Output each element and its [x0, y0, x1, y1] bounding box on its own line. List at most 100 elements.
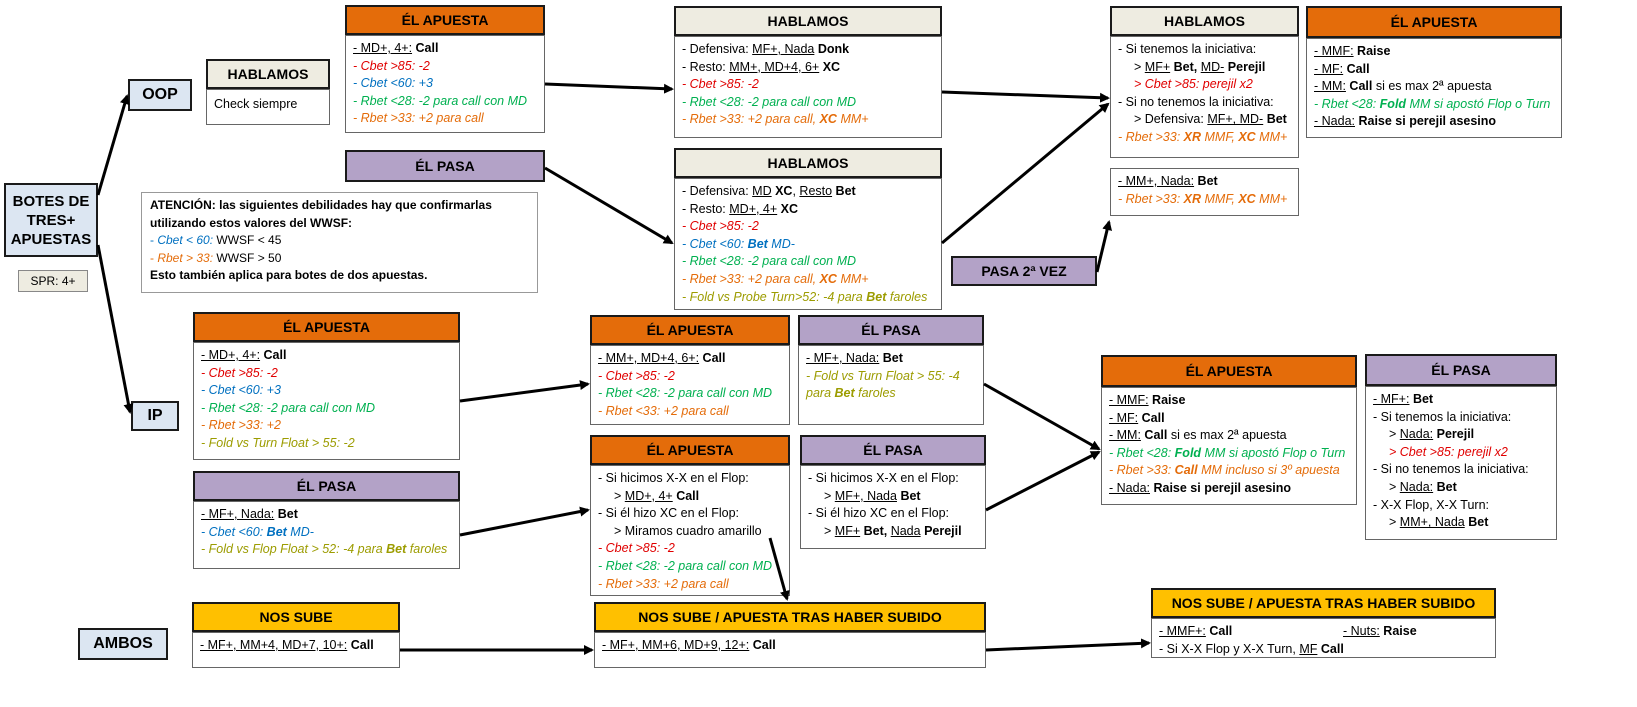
body-line: - Rbet <33: +2 para call	[598, 403, 729, 418]
arrow-oop-t2	[544, 166, 674, 245]
ambos-flop-header: NOS SUBE	[192, 602, 400, 632]
hablamos-river-header: HABLAMOS	[1110, 6, 1299, 36]
body-line: - MF+, Nada: Bet	[806, 351, 903, 365]
hablamos-turn2-body: - Defensiva: MD XC, Resto Bet - Resto: M…	[674, 178, 942, 310]
arrow-t2pasa-river	[985, 450, 1101, 512]
ip-turn1-apuesta-header: ÉL APUESTA	[590, 315, 790, 345]
apuesta-river-body: - MMF: Raise - MF: Call - MM: Call si es…	[1306, 38, 1562, 138]
ip-river-apuesta-body: - MMF: Raise - MF: Call - MM: Call si es…	[1101, 387, 1357, 505]
body-line: - Si hicimos X-X en el Flop:	[598, 471, 749, 485]
body-line: > Nada: Bet	[1389, 479, 1457, 494]
attention-note: ATENCIÓN: las siguientes debilidades hay…	[141, 192, 538, 293]
oop-hablamos-body: Check siempre	[206, 89, 330, 125]
ambos-turn-header: NOS SUBE / APUESTA TRAS HABER SUBIDO	[594, 602, 986, 632]
body-line: - Cbet <60: Bet MD-	[201, 524, 314, 539]
arrow-oop-t1	[544, 82, 674, 94]
ip-turn1-pasa-body: - MF+, Nada: Bet - Fold vs Turn Float > …	[798, 345, 984, 425]
note-line: ATENCIÓN: las siguientes debilidades hay…	[150, 198, 492, 212]
oop-hablamos-header: HABLAMOS	[206, 59, 330, 89]
body-line: - MM: Call si es max 2ª apuesta	[1109, 428, 1287, 443]
ip-river-pasa-header: ÉL PASA	[1365, 354, 1557, 386]
arrow-ip-t1	[459, 380, 590, 403]
body-line: - Defensiva: MF+, Nada Donk	[682, 42, 850, 56]
body-line: - MF+, MM+4, MD+7, 10+: Call	[200, 638, 374, 652]
arrow-t1pasa-river	[983, 382, 1101, 451]
body-line: - Cbet >85: -2	[598, 541, 675, 556]
ip-turn1-pasa-header: ÉL PASA	[798, 315, 984, 345]
hablamos-turn1-header: HABLAMOS	[674, 6, 942, 36]
body-line: - MF+, MM+6, MD+9, 12+: Call	[602, 638, 776, 652]
oop-text: OOP	[142, 86, 178, 103]
body-line: - MM: Call si es max 2ª apuesta	[1314, 79, 1492, 94]
ip-apuesta-header: ÉL APUESTA	[193, 312, 460, 342]
ip-turn2-pasa-header: ÉL PASA	[800, 435, 986, 465]
arrow-t2-river	[941, 102, 1110, 245]
body-line: - Rbet >33: Call MM incluso si 3º apuest…	[1109, 463, 1340, 478]
ip-river-pasa-body: - MF+: Bet - Si tenemos la iniciativa: >…	[1365, 386, 1557, 540]
ip-pasa-body: - MF+, Nada: Bet - Cbet <60: Bet MD- - F…	[193, 501, 460, 569]
body-line: - Rbet >33: XR MMF, XC MM+	[1118, 129, 1288, 144]
root-label: BOTES DE TRES+ APUESTAS	[4, 183, 98, 257]
body-line: > Cbet >85: perejil x2	[1389, 444, 1508, 459]
hablamos-turn2-header: HABLAMOS	[674, 148, 942, 178]
hablamos-turn1-body: - Defensiva: MF+, Nada Donk - Resto: MM+…	[674, 36, 942, 138]
body-line: - Rbet >33: XR MMF, XC MM+	[1118, 191, 1288, 206]
note-line: Esto también aplica para botes de dos ap…	[150, 268, 428, 282]
body-line: - Cbet >85: -2	[353, 58, 430, 73]
body-line: - Si él hizo XC en el Flop:	[808, 506, 950, 521]
hablamos-river-body: - Si tenemos la iniciativa: > MF+ Bet, M…	[1110, 36, 1299, 158]
body-line: > MF+, Nada Bet	[824, 488, 921, 503]
body-line: > MF+ Bet, Nada Perejil	[824, 523, 962, 538]
body-line: - MMF+: Call - Nuts: Raise	[1159, 624, 1417, 638]
arrow-ambos-2	[985, 638, 1151, 652]
pasa2-body: - MM+, Nada: Bet - Rbet >33: XR MMF, XC …	[1110, 168, 1299, 216]
body-line: para Bet faroles	[806, 386, 896, 401]
body-line: - Rbet <28: Fold MM si apostó Flop o Tur…	[1314, 96, 1551, 111]
body-line: > MM+, Nada Bet	[1389, 515, 1489, 530]
body-line: - MD+, 4+: Call	[353, 41, 439, 55]
body-line: - Cbet >85: -2	[201, 365, 278, 380]
ip-apuesta-body: - MD+, 4+: Call - Cbet >85: -2 - Cbet <6…	[193, 342, 460, 460]
body-line: - Cbet >85: -2	[682, 77, 759, 92]
body-line: - Rbet <28: -2 para call con MD	[682, 254, 857, 269]
body-line: - Resto: MD+, 4+ XC	[682, 201, 799, 216]
arrow-t2-ambos	[768, 537, 790, 601]
body-line: - Rbet <28: -2 para call con MD	[201, 400, 376, 415]
body-line: - Si X-X Flop y X-X Turn, MF Call	[1159, 641, 1344, 656]
body-line: Check siempre	[214, 97, 298, 111]
ip-river-apuesta-header: ÉL APUESTA	[1101, 355, 1357, 387]
body-line: - MD+, 4+: Call	[201, 348, 287, 362]
body-line: - Si tenemos la iniciativa:	[1118, 42, 1257, 56]
body-line: - Rbet >33: +2 para call, XC MM+	[682, 271, 869, 286]
body-line: - Fold vs Probe Turn>52: -4 para Bet far…	[682, 289, 928, 304]
ambos-river-header: NOS SUBE / APUESTA TRAS HABER SUBIDO	[1151, 588, 1496, 618]
ambos-river-body: - MMF+: Call - Nuts: Raise - Si X-X Flop…	[1151, 618, 1496, 658]
spr-text: SPR: 4+	[30, 274, 76, 288]
body-line: - X-X Flop, X-X Turn:	[1373, 497, 1490, 512]
ambos-flop-body: - MF+, MM+4, MD+7, 10+: Call	[192, 632, 400, 668]
body-line: > Nada: Perejil	[1389, 427, 1475, 442]
ip-pasa-header: ÉL PASA	[193, 471, 460, 501]
body-line: - Rbet <28: -2 para call con MD	[353, 93, 528, 108]
root-label-text: BOTES DE TRES+ APUESTAS	[10, 192, 92, 248]
body-line: - Fold vs Turn Float > 55: -4	[806, 368, 960, 383]
ambos-turn-body: - MF+, MM+6, MD+9, 12+: Call	[594, 632, 986, 668]
body-line: - Cbet >85: -2	[682, 219, 759, 234]
arrow-root-oop	[96, 94, 130, 196]
arrow-t1-river	[941, 90, 1110, 103]
body-line: - Nada: Raise si perejil asesino	[1109, 480, 1292, 495]
body-line: - Resto: MM+, MD+4, 6+ XC	[682, 59, 841, 74]
body-line: - MF+, Nada: Bet	[201, 507, 298, 521]
body-line: - MM+, MD+4, 6+: Call	[598, 351, 726, 365]
arrow-pasa2	[1095, 220, 1112, 273]
body-line: - Si él hizo XC en el Flop:	[598, 506, 740, 521]
body-line: - MF: Call	[1314, 61, 1370, 76]
body-line: - Rbet <28: -2 para call con MD	[598, 558, 773, 573]
ip-turn2-apuesta-body: - Si hicimos X-X en el Flop: > MD+, 4+ C…	[590, 465, 790, 596]
body-line: > MD+, 4+ Call	[614, 488, 700, 503]
ip-turn2-apuesta-header: ÉL APUESTA	[590, 435, 790, 465]
body-line: - MF+: Bet	[1373, 392, 1434, 406]
note-line: - Cbet < 60: WWSF < 45	[150, 233, 282, 247]
body-line: - Rbet <28: -2 para call con MD	[598, 386, 773, 401]
